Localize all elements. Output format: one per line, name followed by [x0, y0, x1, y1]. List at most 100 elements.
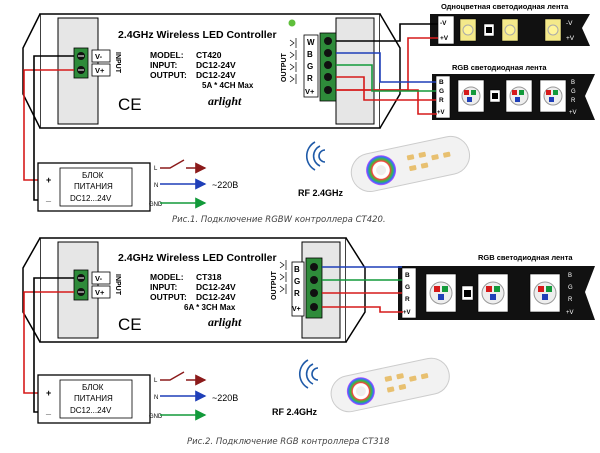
- input-value: DC12-24V: [196, 60, 236, 70]
- psu-plus: +: [46, 388, 51, 398]
- switch-icon: [160, 371, 207, 386]
- psu-minus: _: [45, 406, 52, 416]
- rgb-term-g: G: [405, 284, 410, 291]
- model-label: MODEL:: [150, 50, 184, 60]
- rgb-term-g: G: [439, 88, 444, 95]
- mains-label: ~220В: [212, 393, 238, 403]
- output-terminal-block: [305, 257, 323, 319]
- input-term-vminus: V-: [95, 274, 103, 283]
- mains-label: ~220В: [212, 180, 238, 190]
- output-channel-icons: [279, 260, 287, 294]
- rgb-term-g-right: G: [568, 285, 573, 291]
- rgb-strip-title: RGB светодиодная лента: [452, 63, 547, 72]
- rgb-strip-title: RGB светодиодная лента: [478, 253, 573, 262]
- output-value: DC12-24V: [196, 292, 236, 302]
- rgb-term-r-right: R: [568, 297, 573, 303]
- wires-fig2: [23, 266, 403, 413]
- rf-label: RF 2.4GHz: [298, 188, 344, 198]
- rgb-term-r: R: [439, 97, 444, 104]
- input-term-vminus: V-: [95, 52, 103, 61]
- rgb-term-g-right: G: [571, 89, 576, 95]
- rgb-term-vplus-right: +V: [569, 110, 577, 116]
- led-chip-icon: [529, 273, 561, 313]
- remote-control-icon: [330, 357, 450, 413]
- figure-2: 2.4GHz Wireless LED Controller MODEL: CT…: [22, 237, 595, 447]
- psu-term-l: L: [154, 378, 158, 384]
- rating: 5A * 4CH Max: [202, 81, 254, 90]
- remote-control-icon: [350, 135, 471, 192]
- mono-led-strip: Одноцветная светодиодная лента -V +V -V …: [430, 2, 590, 46]
- input-label: INPUT:: [150, 282, 178, 292]
- model-value: CT420: [196, 50, 222, 60]
- psu-line1: БЛОК: [82, 383, 104, 392]
- output-side-label: OUTPUT: [281, 53, 288, 83]
- psu-term-l: L: [154, 166, 158, 172]
- output-term-w: W: [307, 38, 315, 47]
- rgb-term-b-right: B: [568, 273, 572, 279]
- terminal-screw-icon: [310, 263, 318, 311]
- wires-fig1: [23, 23, 438, 201]
- led-chip-icon: [505, 79, 533, 113]
- status-led-icon: [288, 19, 296, 27]
- psu-line1: БЛОК: [82, 171, 104, 180]
- mono-term-plus-right: +V: [566, 35, 575, 42]
- rgb-term-vplus: +V: [403, 310, 411, 316]
- output-term-b: B: [294, 265, 300, 274]
- input-label: INPUT:: [150, 60, 178, 70]
- rgb-led-strip-1: RGB светодиодная лента B G R +V: [432, 63, 595, 120]
- rgb-term-r-right: R: [571, 98, 576, 104]
- output-channel-icons: [289, 38, 297, 84]
- rgb-term-b: B: [405, 272, 410, 279]
- rgb-term-b: B: [439, 79, 444, 86]
- rgb-term-vplus-right: +V: [566, 310, 574, 316]
- psu-minus: _: [45, 193, 52, 203]
- switch-icon: [160, 159, 207, 174]
- rgb-term-vplus: +V: [437, 110, 445, 116]
- output-term-g: G: [307, 62, 313, 71]
- power-supply-1: БЛОК ПИТАНИЯ DC12...24V + _ L N GND ~220…: [37, 159, 238, 212]
- brand-logo: arlight: [208, 94, 242, 108]
- mono-strip-title: Одноцветная светодиодная лента: [441, 2, 569, 11]
- controller-title: 2.4GHz Wireless LED Controller: [118, 252, 277, 264]
- output-term-r: R: [307, 74, 313, 83]
- brand-logo: arlight: [208, 315, 242, 329]
- input-term-vplus: V+: [95, 66, 105, 75]
- terminal-screw-icon: [77, 52, 85, 74]
- psu-line2: ПИТАНИЯ: [74, 182, 113, 191]
- output-label: OUTPUT:: [150, 70, 187, 80]
- ce-mark-icon: CE: [118, 95, 142, 114]
- input-term-vplus: V+: [95, 288, 105, 297]
- power-supply-2: БЛОК ПИТАНИЯ DC12...24V + _ L N GND ~220…: [37, 371, 238, 424]
- terminal-screw-icon: [77, 274, 85, 296]
- rgb-term-r: R: [405, 296, 410, 303]
- rf-label: RF 2.4GHz: [272, 407, 318, 417]
- led-chip-icon: [457, 79, 485, 113]
- psu-term-n: N: [154, 395, 158, 401]
- output-term-r: R: [294, 289, 300, 298]
- rgb-term-b-right: B: [571, 80, 575, 86]
- output-side-label: OUTPUT: [271, 271, 278, 301]
- mono-term-minus: -V: [440, 20, 447, 27]
- psu-line3: DC12...24V: [70, 406, 112, 415]
- output-term-vplus: V+: [305, 87, 315, 96]
- terminal-screw-icon: [324, 37, 332, 94]
- caption-fig1: Рис.1. Подключение RGBW контроллера CT42…: [172, 215, 386, 225]
- psu-plus: +: [46, 175, 51, 185]
- output-value: DC12-24V: [196, 70, 236, 80]
- output-term-b: B: [307, 50, 313, 59]
- psu-term-gnd: GND: [149, 414, 163, 420]
- controller-title: 2.4GHz Wireless LED Controller: [118, 29, 277, 41]
- led-chip-icon: [477, 273, 509, 313]
- led-chip-icon: [425, 273, 457, 313]
- controller-ct318: 2.4GHz Wireless LED Controller MODEL: CT…: [22, 237, 366, 343]
- mono-term-minus-right: -V: [566, 20, 573, 27]
- psu-term-gnd: GND: [149, 202, 163, 208]
- input-side-label: INPUT: [114, 52, 121, 74]
- output-label: OUTPUT:: [150, 292, 187, 302]
- psu-line3: DC12...24V: [70, 194, 112, 203]
- input-side-label: INPUT: [114, 274, 121, 296]
- figure-1: 2.4GHz Wireless LED Controller MODEL: CT…: [22, 2, 595, 225]
- rf-signal-icon: [299, 359, 319, 389]
- rgb-led-strip-2: RGB светодиодная лента B G R +V: [398, 253, 595, 320]
